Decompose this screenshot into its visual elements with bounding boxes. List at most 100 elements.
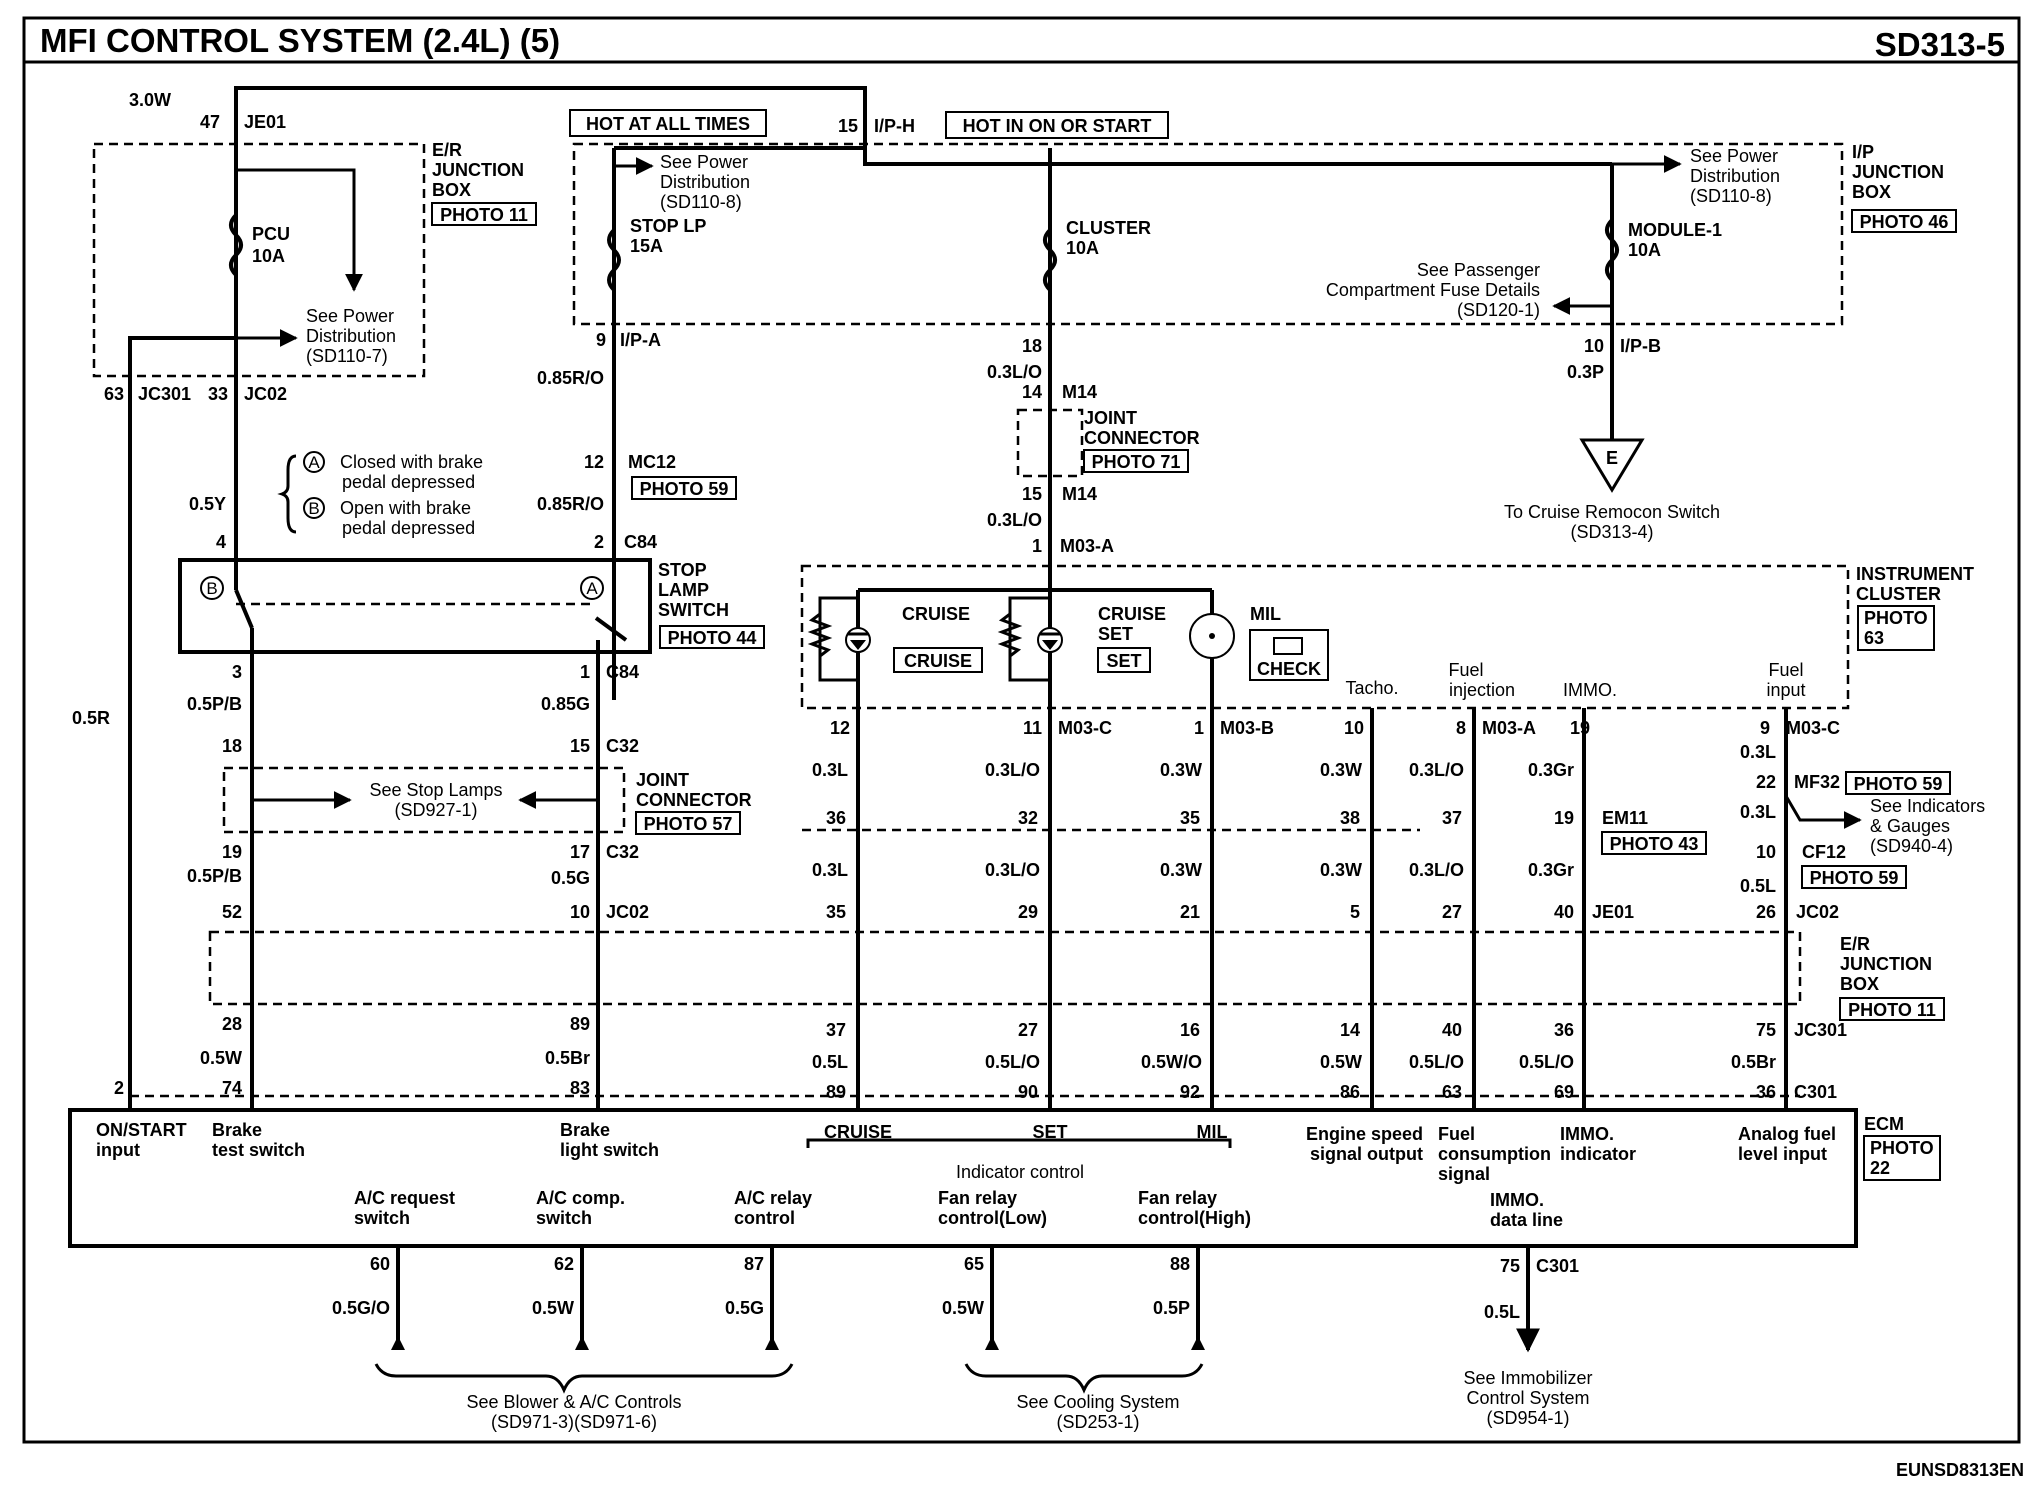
ecm-pin-86: 86 bbox=[1340, 1082, 1360, 1102]
jc02-name-2: JC02 bbox=[606, 902, 649, 922]
cl-m03b: M03-B bbox=[1220, 718, 1274, 738]
mil-label: MIL bbox=[1250, 604, 1281, 624]
out-wire-05w-b: 0.5W bbox=[942, 1298, 984, 1318]
pin-40: 40 bbox=[1554, 902, 1574, 922]
pin-36: 36 bbox=[826, 808, 846, 828]
wire-05wo: 0.5W/O bbox=[1141, 1052, 1202, 1072]
stop-switch-l1: STOP bbox=[658, 560, 707, 580]
ipa-pin: 9 bbox=[596, 330, 606, 350]
left-harness: 63 JC301 33 JC02 0.5Y 4 0.5R 9 I/P-A 0.8… bbox=[72, 330, 737, 1110]
ecm-fan-high1: Fan relay bbox=[1138, 1188, 1217, 1208]
note-b-symbol: B bbox=[308, 499, 319, 518]
wire-05pb: 0.5P/B bbox=[187, 694, 242, 714]
wire-03lo-d: 0.3L/O bbox=[1409, 860, 1464, 880]
module-fuse-amp: 10A bbox=[1628, 240, 1661, 260]
stop-lamps-ref2: (SD927-1) bbox=[394, 800, 477, 820]
ecm-mil: MIL bbox=[1197, 1122, 1228, 1142]
cl-pin-10: 10 bbox=[1344, 718, 1364, 738]
cruise-remocon-l1: To Cruise Remocon Switch bbox=[1504, 502, 1720, 522]
wire-03gr-a: 0.3Gr bbox=[1528, 760, 1574, 780]
ecm-fuel2: consumption bbox=[1438, 1144, 1551, 1164]
ecm-ac-comp1: A/C comp. bbox=[536, 1188, 625, 1208]
pin-5: 5 bbox=[1350, 902, 1360, 922]
ecm-ac-relay2: control bbox=[734, 1208, 795, 1228]
ind-ref3: (SD940-4) bbox=[1870, 836, 1953, 856]
jc301-pin-75: 75 bbox=[1756, 1020, 1776, 1040]
ecm-ac-req2: switch bbox=[354, 1208, 410, 1228]
ecm-immo-data2: data line bbox=[1490, 1210, 1563, 1230]
wire-05y: 0.5Y bbox=[189, 494, 226, 514]
wire-03lo-b: 0.3L/O bbox=[1409, 760, 1464, 780]
hot-on-start-label: HOT IN ON OR START bbox=[963, 116, 1152, 136]
m14-name-2: M14 bbox=[1062, 484, 1097, 504]
pin-89: 89 bbox=[570, 1014, 590, 1034]
ref-e-label: E bbox=[1606, 448, 1618, 468]
wire-085g: 0.85G bbox=[541, 694, 590, 714]
pin-29: 29 bbox=[1018, 902, 1038, 922]
pass-ref-a: See Passenger bbox=[1417, 260, 1540, 280]
cf12-pin-10: 10 bbox=[1756, 842, 1776, 862]
wire-05lo-2: 0.5L/O bbox=[1409, 1052, 1464, 1072]
ip-photo: PHOTO 46 bbox=[1860, 212, 1949, 232]
pin-14: 14 bbox=[1340, 1020, 1360, 1040]
pin-18: 18 bbox=[1022, 336, 1042, 356]
cl-pin-9: 9 bbox=[1760, 718, 1770, 738]
ip-junction-box: I/P JUNCTION BOX PHOTO 46 See Power Dist… bbox=[572, 142, 1957, 700]
cruise-box-label: CRUISE bbox=[904, 651, 972, 671]
ecm-brake-light1: Brake bbox=[560, 1120, 610, 1140]
check-box-label: CHECK bbox=[1257, 659, 1321, 679]
ecm-brake-test2: test switch bbox=[212, 1140, 305, 1160]
ecm-brake-test1: Brake bbox=[212, 1120, 262, 1140]
jc71-l2: CONNECTOR bbox=[1084, 428, 1200, 448]
cl-pin-19: 19 bbox=[1570, 718, 1590, 738]
cluster-l1: INSTRUMENT bbox=[1856, 564, 1974, 584]
m03a-name: M03-A bbox=[1060, 536, 1114, 556]
jc02-pin-10: 10 bbox=[570, 902, 590, 922]
pin-37: 37 bbox=[1442, 808, 1462, 828]
jc02-pin-26: 26 bbox=[1756, 902, 1776, 922]
pin-35: 35 bbox=[1180, 808, 1200, 828]
immo-label: IMMO. bbox=[1563, 680, 1617, 700]
wire-03l-fi: 0.3L bbox=[1740, 742, 1776, 762]
ecm-photo1: PHOTO bbox=[1870, 1138, 1934, 1158]
set-box-label: SET bbox=[1106, 651, 1141, 671]
cl-pin-8: 8 bbox=[1456, 718, 1466, 738]
jc57-l2: CONNECTOR bbox=[636, 790, 752, 810]
ecm-block: ECM PHOTO 22 ON/START input Brake test s… bbox=[68, 1108, 1941, 1248]
jc57-l1: JOINT bbox=[636, 770, 689, 790]
ecm-pin-92: 92 bbox=[1180, 1082, 1200, 1102]
note-a-text1: Closed with brake bbox=[340, 452, 483, 472]
wire-03lo-a: 0.3L/O bbox=[985, 760, 1040, 780]
note-a-text2: pedal depressed bbox=[342, 472, 475, 492]
wire-085ro-2: 0.85R/O bbox=[537, 494, 604, 514]
er-top-photo: PHOTO 11 bbox=[440, 205, 528, 225]
power-feed: 3.0W 47 JE01 HOT AT ALL TIMES HOT IN ON … bbox=[129, 86, 1612, 166]
blower-ref1: See Blower & A/C Controls bbox=[466, 1392, 681, 1412]
ecm-title: ECM bbox=[1864, 1114, 1904, 1134]
out-wire-05w: 0.5W bbox=[532, 1298, 574, 1318]
pass-ref-b: Compartment Fuse Details bbox=[1326, 280, 1540, 300]
pd-ref1-c: (SD110-7) bbox=[306, 346, 388, 366]
ecm-analog1: Analog fuel bbox=[1738, 1124, 1836, 1144]
pin-28: 28 bbox=[222, 1014, 242, 1034]
er-low-l2: JUNCTION bbox=[1840, 954, 1932, 974]
out-pin-75: 75 bbox=[1500, 1256, 1520, 1276]
wire-03lo: 0.3L/O bbox=[987, 362, 1042, 382]
er-low-l3: BOX bbox=[1840, 974, 1879, 994]
fuel-inj-label2: injection bbox=[1449, 680, 1515, 700]
mc12-pin: 12 bbox=[584, 452, 604, 472]
stop-switch-l2: LAMP bbox=[658, 580, 709, 600]
mc12-photo: PHOTO 59 bbox=[640, 479, 729, 499]
c84-pin-2: 2 bbox=[594, 532, 604, 552]
stop-pin-4: 4 bbox=[216, 532, 226, 552]
cl-m03a: M03-A bbox=[1482, 718, 1536, 738]
cooling-ref1: See Cooling System bbox=[1016, 1392, 1179, 1412]
switch-b-symbol: B bbox=[206, 579, 217, 598]
wire-03l-b: 0.3L bbox=[812, 860, 848, 880]
wire-03w-d: 0.3W bbox=[1320, 860, 1362, 880]
note-b-text1: Open with brake bbox=[340, 498, 471, 518]
cooling-ref2: (SD253-1) bbox=[1056, 1412, 1139, 1432]
c32-pin-17: 17 bbox=[570, 842, 590, 862]
stop-switch-l3: SWITCH bbox=[658, 600, 729, 620]
